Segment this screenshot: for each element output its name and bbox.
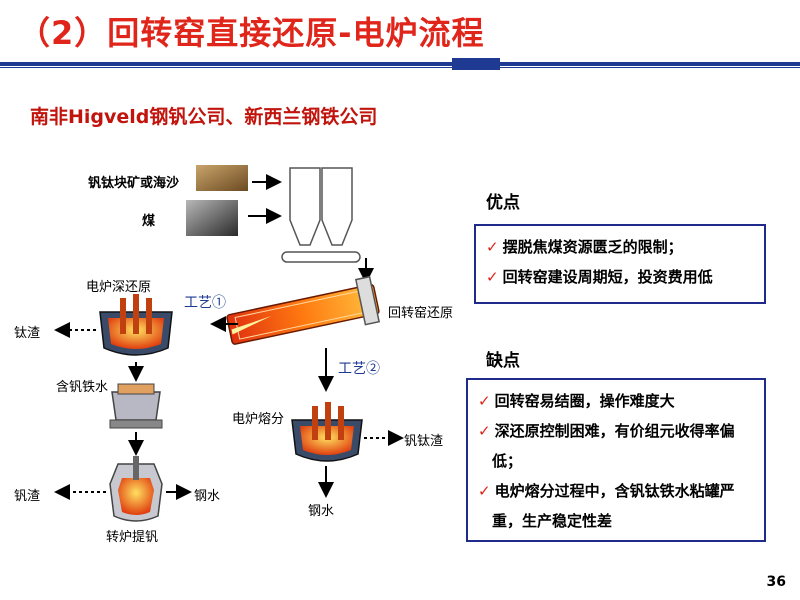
title-accent-bar xyxy=(452,58,500,70)
advantage-item: ✓回转窑建设周期短，投资费用低 xyxy=(486,268,713,286)
deep-reduction-furnace-icon xyxy=(99,294,173,356)
deep-reduction-label: 电炉深还原 xyxy=(86,280,152,295)
advantage-item: ✓摆脱焦煤资源匮乏的限制； xyxy=(486,238,683,256)
coal-image xyxy=(186,200,238,236)
page-number: 36 xyxy=(766,574,786,590)
ore-label: 钒钛块矿或海沙 xyxy=(88,176,180,191)
advantages-heading: 优点 xyxy=(486,193,520,213)
kiln-label: 回转窑还原 xyxy=(388,306,454,321)
disadvantages-box: ✓回转窑易结圈，操作难度大 ✓深还原控制困难，有价组元收得率偏低； ✓电炉熔分过… xyxy=(466,378,766,542)
process2-label: 工艺② xyxy=(338,361,380,377)
check-icon: ✓ xyxy=(478,482,491,500)
page-subtitle: 南非Higveld钢钒公司、新西兰钢铁公司 xyxy=(30,106,378,128)
page-title: （2）回转窑直接还原-电炉流程 xyxy=(18,14,485,52)
conveyor-icon xyxy=(281,251,361,263)
vanadium-iron-label: 含钒铁水 xyxy=(56,380,109,395)
title-underline xyxy=(0,62,800,66)
steel-label-route1: 钢水 xyxy=(194,489,221,504)
v-slag-label: 钒渣 xyxy=(14,489,41,504)
ti-slag-label: 钛渣 xyxy=(14,326,41,341)
check-icon: ✓ xyxy=(478,392,491,410)
disadvantage-item: ✓电炉熔分过程中，含钒钛铁水粘罐严重，生产稳定性差 xyxy=(478,482,735,530)
title-underline-thin xyxy=(0,67,800,68)
disadvantages-heading: 缺点 xyxy=(486,351,520,371)
rotary-kiln-icon xyxy=(226,275,381,345)
converter-label: 转炉提钒 xyxy=(106,530,159,545)
check-icon: ✓ xyxy=(486,268,499,286)
advantages-box: ✓摆脱焦煤资源匮乏的限制； ✓回转窑建设周期短，投资费用低 xyxy=(474,224,766,304)
converter-icon xyxy=(109,456,163,522)
smelting-furnace-icon xyxy=(291,402,363,462)
check-icon: ✓ xyxy=(478,422,491,440)
ore-image xyxy=(196,165,248,191)
ladle-icon xyxy=(109,383,163,429)
process1-label: 工艺① xyxy=(184,295,226,311)
hopper-icon xyxy=(289,167,353,246)
vti-slag-label: 钒钛渣 xyxy=(404,434,444,449)
steel-label-route2: 钢水 xyxy=(308,504,335,519)
disadvantage-item: ✓回转窑易结圈，操作难度大 xyxy=(478,392,675,410)
coal-label: 煤 xyxy=(142,214,156,229)
disadvantage-item: ✓深还原控制困难，有价组元收得率偏低； xyxy=(478,422,735,470)
smelting-label: 电炉熔分 xyxy=(232,412,285,427)
check-icon: ✓ xyxy=(486,238,499,256)
